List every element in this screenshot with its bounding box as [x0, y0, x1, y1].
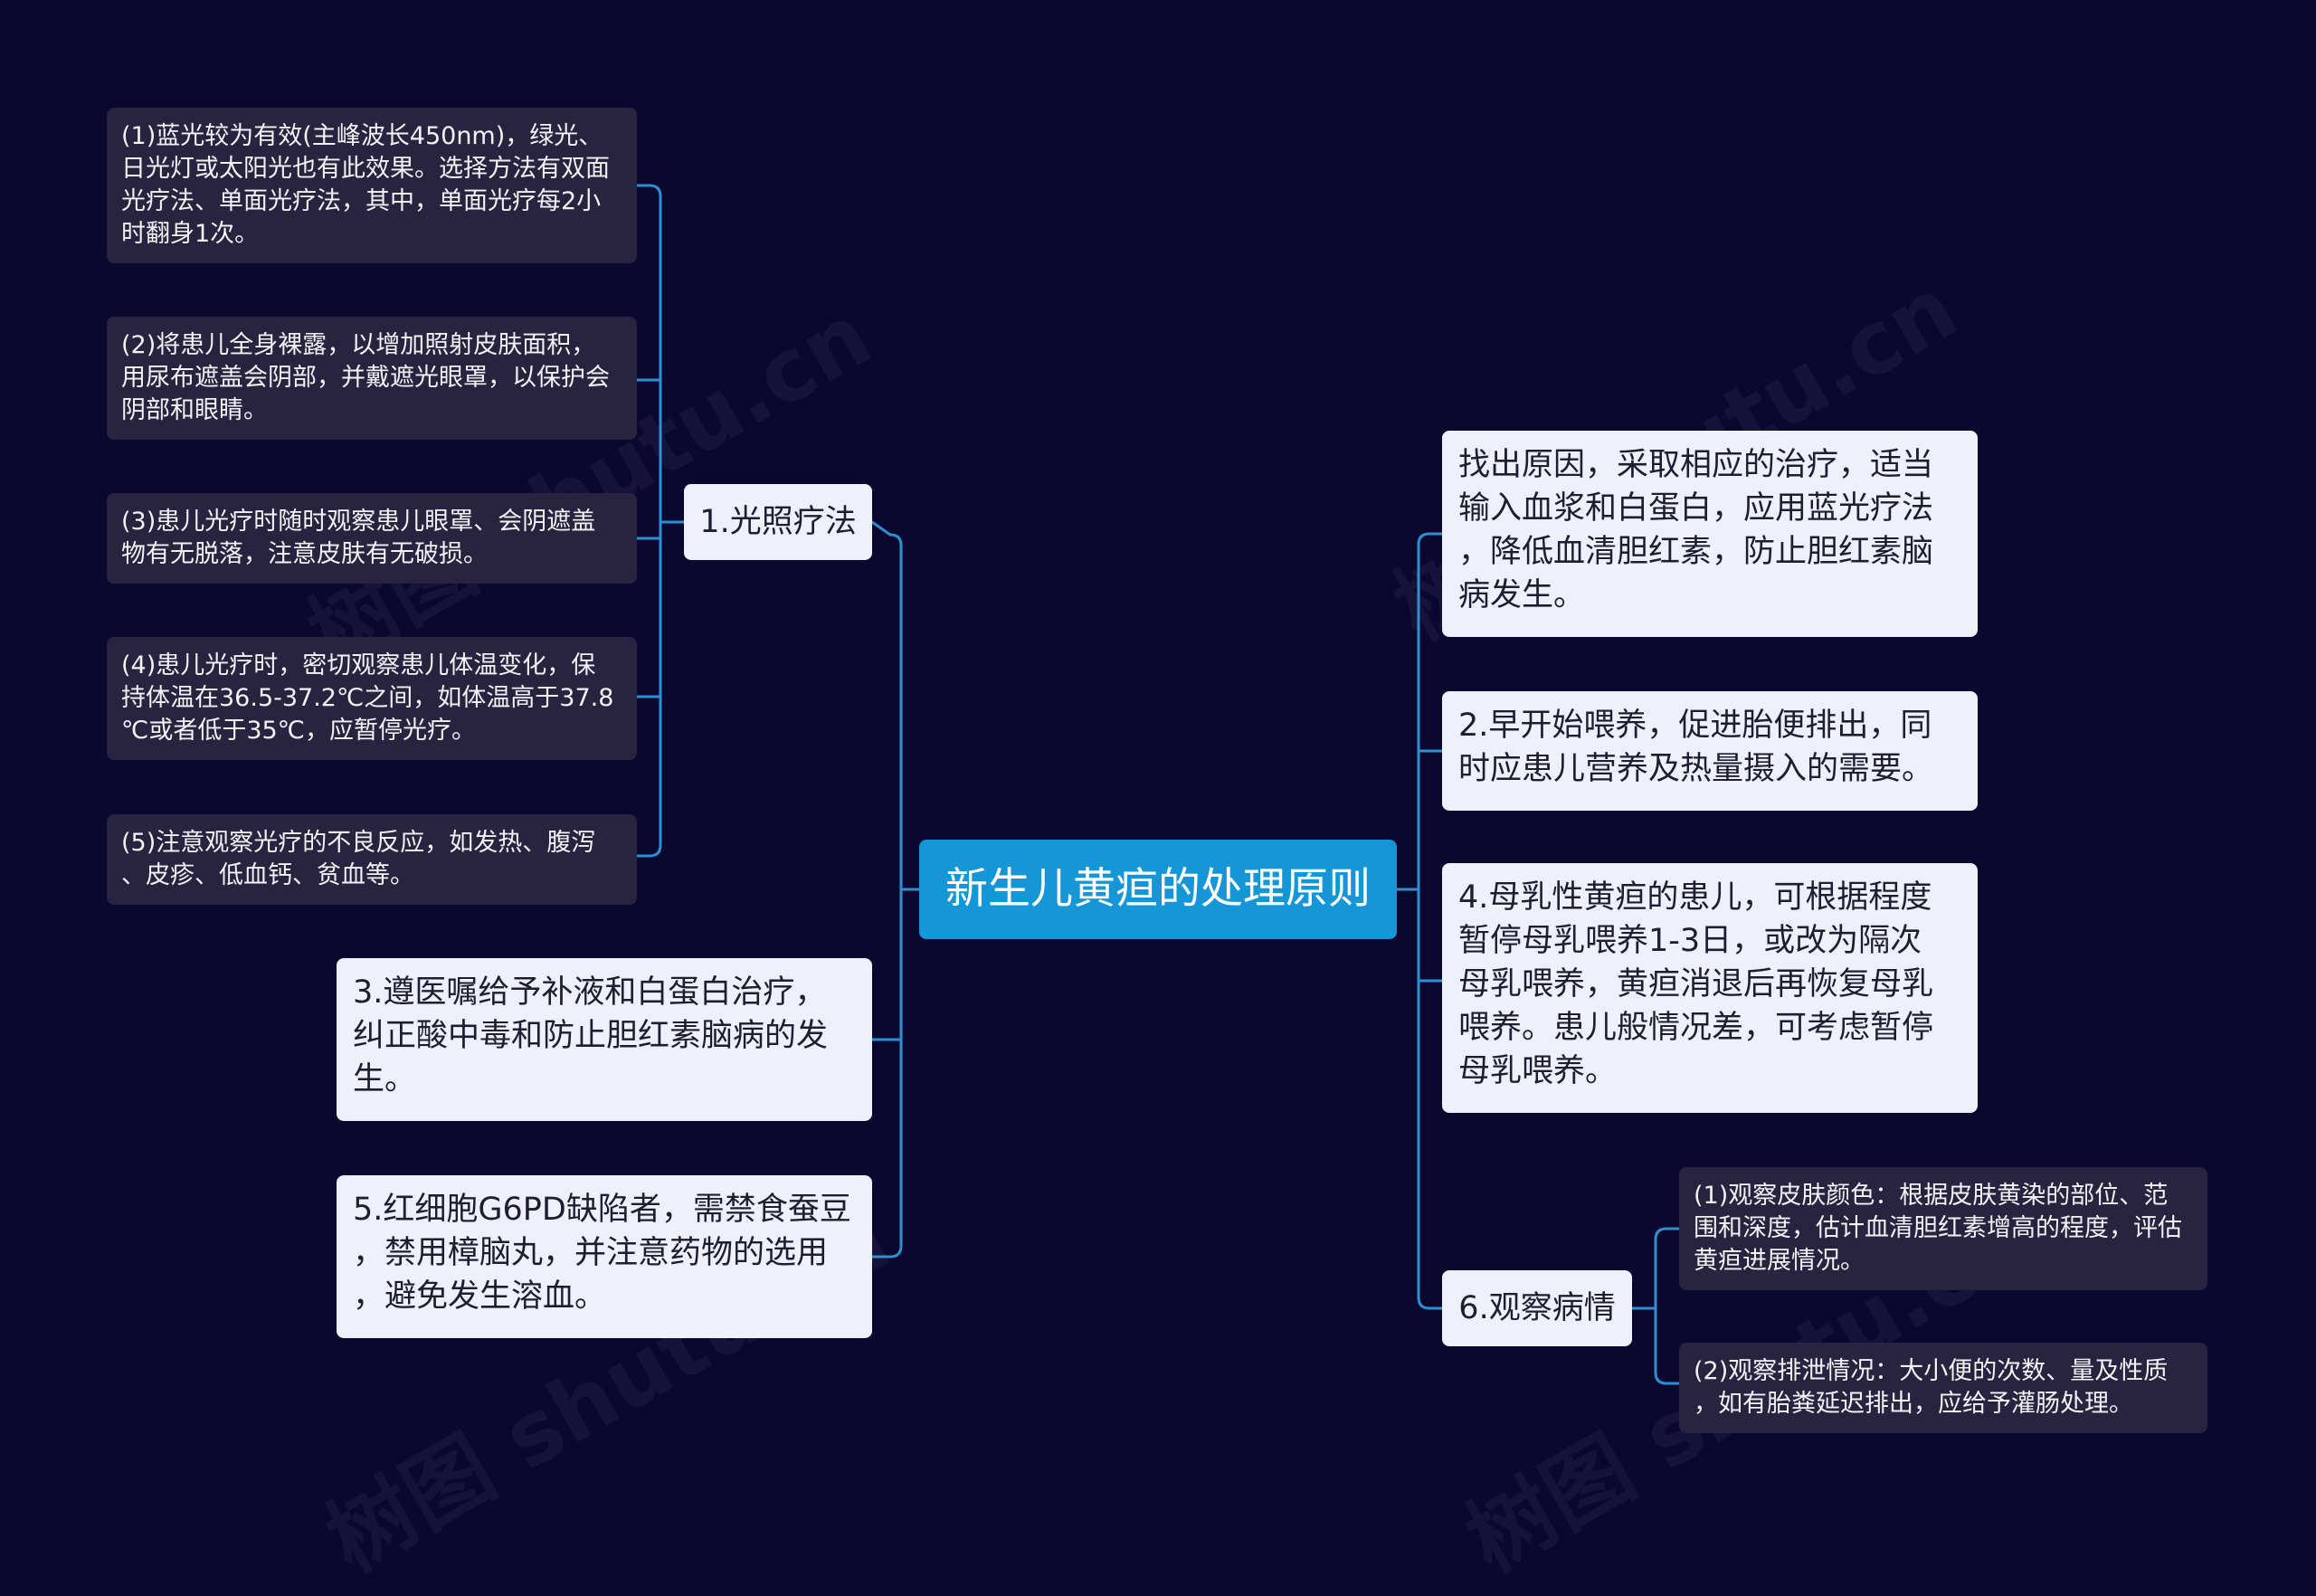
- topic-albumin-treatment[interactable]: 3.遵医嘱给予补液和白蛋白治疗， 纠正酸中毒和防止胆红素脑病的发 生。: [337, 958, 872, 1121]
- connector-to-phototherapy: [870, 520, 892, 537]
- leaf-phototherapy-2[interactable]: (2)将患儿全身裸露，以增加照射皮肤面积， 用尿布遮盖会阴部，并戴遮光眼罩，以保…: [107, 317, 637, 440]
- leaf-observe-1[interactable]: (1)观察皮肤颜色：根据皮肤黄染的部位、范 围和深度，估计血清胆红素增高的程度，…: [1679, 1167, 2207, 1290]
- topic-early-feeding[interactable]: 2.早开始喂养，促进胎便排出，同 时应患儿营养及热量摄入的需要。: [1442, 691, 1978, 811]
- topic-find-cause[interactable]: 找出原因，采取相应的治疗，适当 输入血浆和白蛋白，应用蓝光疗法 ，降低血清胆红素…: [1442, 431, 1978, 637]
- leaf-phototherapy-1[interactable]: (1)蓝光较为有效(主峰波长450nm)，绿光、 日光灯或太阳光也有此效果。选择…: [107, 108, 637, 263]
- topic-breast-milk-jaundice[interactable]: 4.母乳性黄疸的患儿，可根据程度 暂停母乳喂养1-3日，或改为隔次 母乳喂养，黄…: [1442, 863, 1978, 1113]
- leaf-phototherapy-3[interactable]: (3)患儿光疗时随时观察患儿眼罩、会阴遮盖 物有无脱落，注意皮肤有无破损。: [107, 493, 637, 584]
- root-topic[interactable]: 新生儿黄疸的处理原则: [919, 840, 1397, 939]
- topic-phototherapy[interactable]: 1.光照疗法: [684, 484, 872, 560]
- leaf-phototherapy-4[interactable]: (4)患儿光疗时，密切观察患儿体温变化，保 持体温在36.5-37.2℃之间，如…: [107, 637, 637, 760]
- topic-g6pd-deficiency[interactable]: 5.红细胞G6PD缺陷者，需禁食蚕豆 ，禁用樟脑丸，并注意药物的选用 ，避免发生…: [337, 1175, 872, 1338]
- leaf-observe-2[interactable]: (2)观察排泄情况：大小便的次数、量及性质 ，如有胎粪延迟排出，应给予灌肠处理。: [1679, 1343, 2207, 1433]
- connector-right-trunk: [1417, 532, 1431, 1310]
- connector-photo-trunk: [648, 184, 662, 858]
- connector-lines: [635, 184, 1681, 1385]
- connector-left-trunk: [888, 533, 903, 1259]
- connector-observe-trunk: [1654, 1227, 1668, 1385]
- topic-observe-condition[interactable]: 6.观察病情: [1442, 1270, 1632, 1346]
- leaf-phototherapy-5[interactable]: (5)注意观察光疗的不良反应，如发热、腹泻 、皮疹、低血钙、贫血等。: [107, 814, 637, 905]
